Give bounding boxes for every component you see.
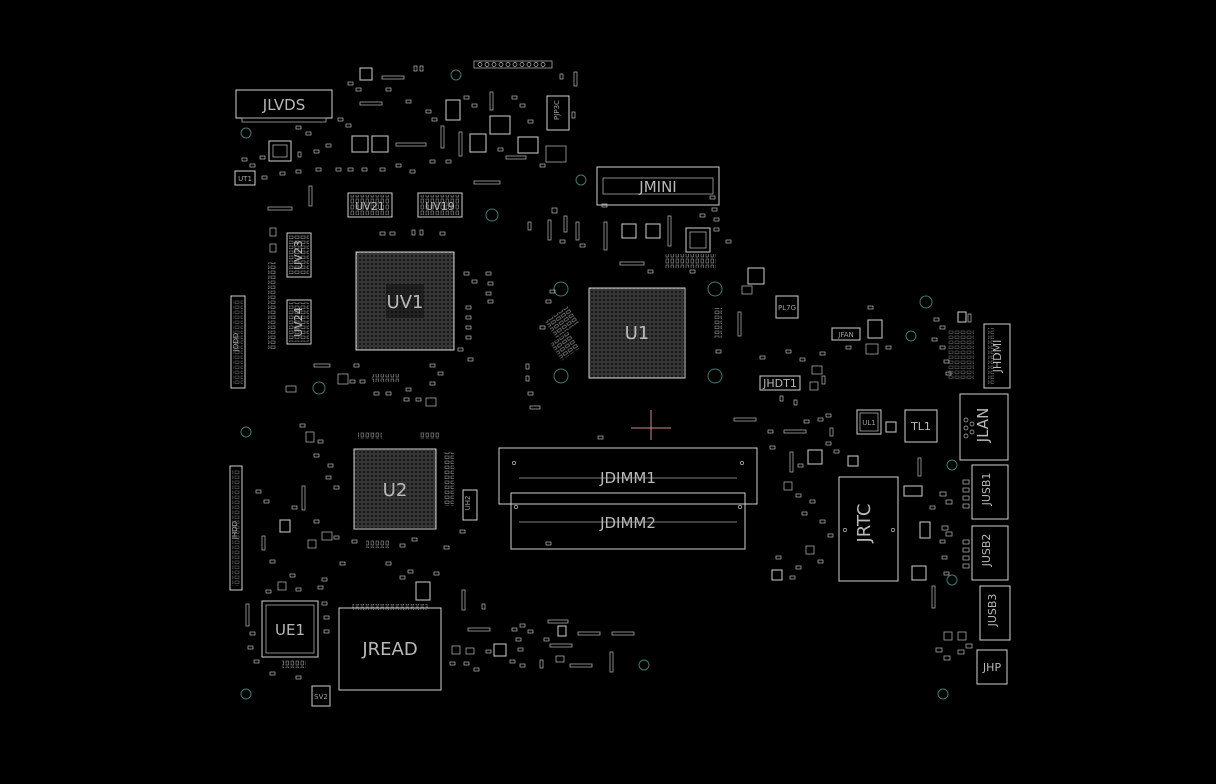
chip-uv21[interactable]: UV21: [347, 192, 393, 218]
svg-text:UV24: UV24: [292, 307, 305, 337]
svg-text:JFAN: JFAN: [837, 331, 853, 339]
connector-jrtc[interactable]: JRTC: [838, 476, 899, 582]
connector-jhdt1[interactable]: JHDT1: [733, 375, 801, 422]
chip-uh2[interactable]: UH2: [462, 489, 478, 521]
svg-text:PJP3C: PJP3C: [553, 100, 561, 120]
connector-jhp[interactable]: JHP: [976, 649, 1008, 685]
connector-jfan[interactable]: JFAN: [831, 327, 861, 341]
svg-text:JHDD: JHDD: [231, 521, 239, 540]
left-resistor-array: [268, 227, 277, 350]
connector-jread[interactable]: JREAD: [338, 604, 442, 691]
top-pin-header: [473, 60, 553, 69]
jrtc-area-parts: [767, 413, 950, 609]
uv1-bottom-array: [372, 374, 400, 382]
svg-text:JDIMM1: JDIMM1: [599, 469, 656, 487]
u2-area-parts: [255, 423, 466, 582]
connector-jlan[interactable]: JLAN: [959, 393, 1009, 461]
dimm-cap: [545, 541, 552, 546]
chip-uv19[interactable]: UV19: [417, 192, 463, 218]
svg-text:UV1: UV1: [387, 292, 424, 313]
svg-text:JLAN: JLAN: [974, 408, 992, 444]
svg-text:JHDMI: JHDMI: [991, 340, 1004, 374]
svg-text:JODD: JODD: [232, 333, 240, 352]
jlvds-label: JLVDS: [262, 96, 305, 114]
dimm-cap-top: [597, 435, 604, 440]
svg-text:JDIMM2: JDIMM2: [599, 514, 656, 532]
crosshair-cursor-icon: [631, 410, 671, 440]
chip-uv24[interactable]: UV24: [286, 299, 312, 345]
svg-text:UH2: UH2: [464, 496, 472, 511]
connector-jlvds[interactable]: JLVDS: [235, 89, 333, 123]
chip-ue1[interactable]: UE1: [261, 600, 319, 658]
u1-side-parts: [525, 289, 742, 410]
mid-right-parts: [741, 267, 892, 406]
ul1-crystal: [885, 421, 897, 433]
svg-text:TL1: TL1: [910, 420, 931, 433]
connector-jodd[interactable]: JODD: [230, 295, 246, 389]
svg-text:JHDT1: JHDT1: [762, 377, 797, 390]
component-pl7g[interactable]: PL7G: [775, 295, 799, 319]
chip-u2[interactable]: U2: [353, 448, 437, 530]
component-sv2[interactable]: SV2: [311, 685, 331, 707]
chip-u1[interactable]: U1: [588, 287, 686, 379]
svg-text:JREAD: JREAD: [361, 639, 417, 660]
svg-text:PL7G: PL7G: [778, 304, 796, 312]
connector-jhdd[interactable]: JHDD: [229, 465, 243, 591]
connector-jusb1[interactable]: JUSB1: [962, 464, 1009, 520]
connector-jusb2[interactable]: JUSB2: [962, 525, 1009, 581]
connector-jdimm1[interactable]: JDIMM1: [498, 447, 758, 505]
svg-text:UV21: UV21: [355, 200, 385, 213]
top-left-passives: [241, 65, 578, 236]
svg-text:JMINI: JMINI: [638, 178, 676, 196]
connector-jdimm2[interactable]: JDIMM2: [510, 492, 746, 550]
connector-jmini[interactable]: JMINI: [596, 166, 720, 206]
svg-text:JHP: JHP: [982, 661, 1002, 674]
svg-text:UL1: UL1: [862, 419, 875, 427]
svg-text:JUSB2: JUSB2: [980, 534, 993, 568]
connector-jhdmi[interactable]: JHDMI: [983, 323, 1011, 389]
bottom-middle-parts: [399, 569, 635, 673]
transformer-tl1[interactable]: TL1: [904, 409, 938, 443]
usb-side-passives: [935, 491, 973, 661]
connector-jusb3[interactable]: JUSB3: [979, 585, 1011, 641]
chip-ul1[interactable]: UL1: [856, 409, 882, 435]
svg-text:SV2: SV2: [314, 693, 328, 701]
jhdmi-area-parts: [931, 311, 974, 380]
jmini-area-parts: [527, 195, 732, 274]
chip-uv1[interactable]: UV1: [355, 251, 455, 351]
uv1-side-passives: [285, 271, 494, 407]
ue1-area-parts: [245, 581, 330, 680]
svg-text:JUSB1: JUSB1: [980, 473, 993, 507]
svg-text:UT1: UT1: [238, 175, 252, 183]
svg-text:UE1: UE1: [275, 621, 305, 639]
svg-text:JUSB3: JUSB3: [986, 594, 999, 628]
svg-text:JRTC: JRTC: [854, 503, 875, 543]
component-pjp3c[interactable]: PJP3C: [545, 95, 570, 163]
chip-uv23[interactable]: UV23: [286, 232, 312, 278]
svg-text:U2: U2: [383, 480, 408, 501]
svg-text:UV23: UV23: [292, 240, 305, 270]
svg-text:U1: U1: [625, 323, 650, 344]
mounting-holes: [240, 69, 958, 700]
component-ut1[interactable]: UT1: [234, 170, 256, 186]
svg-text:UV19: UV19: [425, 200, 455, 213]
